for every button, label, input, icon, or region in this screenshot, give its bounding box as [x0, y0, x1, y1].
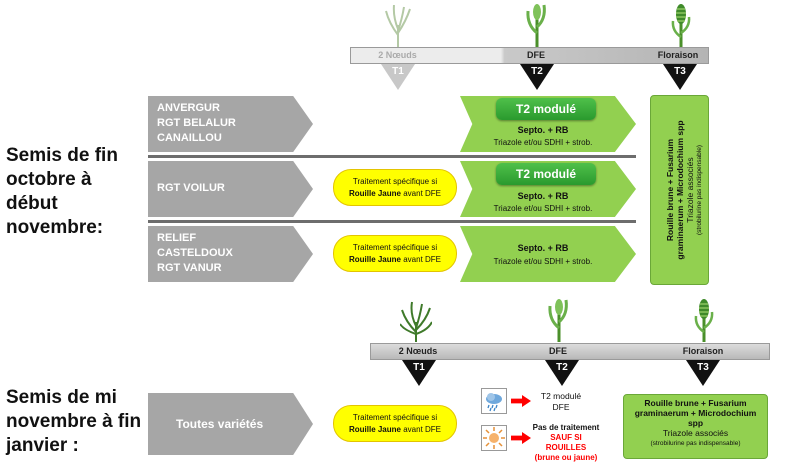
- marker-t3: [686, 360, 720, 386]
- variety-label: RGT VANUR: [157, 262, 222, 274]
- t1-note-line: Traitement spécifique si: [352, 243, 438, 252]
- marker-t2: [545, 360, 579, 386]
- heading-late-sowing: Semis de mi novembre à fin janvier :: [6, 386, 146, 458]
- t1-note-line: Traitement spécifique si: [352, 413, 438, 422]
- group-separator: [148, 220, 636, 223]
- top-timeline: 2 Nœuds DFE Floraison T1 T2 T3: [0, 0, 800, 95]
- t1-note-emphasis: Rouille Jaune: [348, 255, 401, 264]
- t2-target-group-3: Septo. + RB: [517, 243, 569, 253]
- timeline-bar: [370, 343, 770, 360]
- t1-note-line: Rouille Jaune avant DFE: [334, 254, 456, 266]
- timeline-bar: [350, 47, 709, 64]
- t2-target-group-1: Septo. + RB: [517, 125, 569, 135]
- marker-t1: [381, 64, 415, 90]
- marker-t1-label: T1: [392, 66, 404, 77]
- wheat-plant-icon: [671, 4, 691, 47]
- marker-t3: [663, 64, 697, 90]
- stage-label-floraison: Floraison: [682, 346, 724, 356]
- t1-note-line: Rouille Jaune avant DFE: [334, 424, 456, 436]
- t1-note-line: Traitement spécifique si: [352, 177, 438, 186]
- rain-outcome: T2 modulé DFE: [530, 391, 592, 413]
- variety-arrow-group-3: RELIEF CASTELDOUX RGT VANUR: [148, 226, 313, 282]
- t1-note-tail: avant DFE: [403, 189, 442, 198]
- t1-note-emphasis: Rouille Jaune: [348, 425, 401, 434]
- stage-label-dfe: DFE: [549, 346, 567, 356]
- variety-label: RELIEF: [157, 232, 197, 244]
- variety-label: RGT VOILUR: [157, 182, 225, 194]
- stage-label-dfe: DFE: [527, 50, 545, 60]
- t2-products-group-2: Triazole et/ou SDHI + strob.: [493, 204, 593, 213]
- stage-label-floraison: Floraison: [657, 50, 699, 60]
- marker-t3-label: T3: [674, 66, 686, 77]
- t1-note-tail: avant DFE: [403, 425, 442, 434]
- rain-outcome-line: T2 modulé: [540, 391, 582, 401]
- t2-products-group-1: Triazole et/ou SDHI + strob.: [493, 138, 593, 147]
- variety-label: RGT BELALUR: [157, 117, 236, 129]
- t1-note-line: Rouille Jaune avant DFE: [334, 188, 456, 200]
- sun-outcome-line: (brune ou jaune): [534, 453, 598, 462]
- variety-label: ANVERGUR: [157, 102, 220, 114]
- arrow-to-sun-outcome: [511, 432, 531, 444]
- t2-target-group-2: Septo. + RB: [517, 191, 569, 201]
- wheat-plant-icon: [548, 299, 568, 342]
- group-separator: [148, 155, 636, 158]
- t3-line: spp: [687, 418, 704, 428]
- variety-label: CANAILLOU: [157, 132, 222, 144]
- t1-note-tail: avant DFE: [403, 255, 442, 264]
- sun-outcome-line: Pas de traitement: [532, 423, 600, 432]
- t2-modulated-button-group-1: T2 modulé: [496, 98, 596, 120]
- marker-t2: [520, 64, 554, 90]
- rain-outcome-line: DFE: [552, 402, 570, 412]
- t1-yellow-rust-note-group-3: Traitement spécifique si Rouille Jaune a…: [333, 235, 457, 272]
- t3-line: (strobilurine pas indispensable): [696, 145, 703, 235]
- wheat-plant-icon: [385, 5, 411, 47]
- t3-line: Rouille brune + Fusarium: [644, 398, 747, 408]
- variety-arrow-group-1: ANVERGUR RGT BELALUR CANAILLOU: [148, 96, 313, 152]
- heading-early-sowing: Semis de fin octobre à début novembre:: [6, 144, 146, 240]
- t2-products-group-3: Triazole et/ou SDHI + strob.: [493, 257, 593, 266]
- rain-cloud-icon: [481, 388, 507, 414]
- variety-arrow-group-2: RGT VOILUR: [148, 161, 313, 217]
- t3-vertical-text: Rouille brune + Fusarium graminaerum + M…: [665, 95, 703, 285]
- t1-yellow-rust-note-late: Traitement spécifique si Rouille Jaune a…: [333, 405, 457, 442]
- t3-line: graminaerum + Microdochium spp: [675, 120, 685, 260]
- marker-t1: [402, 360, 436, 386]
- stage-label-2-noeuds: 2 Nœuds: [378, 50, 417, 60]
- marker-t2-label: T2: [531, 66, 543, 77]
- t3-block-late: Rouille brune + Fusarium graminaerum + M…: [623, 394, 768, 459]
- arrow-to-rain-outcome: [511, 395, 531, 407]
- t3-line: Triazole associés: [662, 428, 729, 438]
- wheat-plant-icon: [526, 4, 546, 47]
- t2-modulated-button-group-2: T2 modulé: [496, 163, 596, 185]
- stage-label-2-noeuds: 2 Nœuds: [398, 346, 438, 356]
- sun-outcome-line: SAUF SI ROUILLES: [545, 433, 587, 452]
- t3-line: graminaerum + Microdochium: [634, 408, 757, 418]
- marker-t1-label: T1: [413, 362, 425, 373]
- marker-t3-label: T3: [697, 362, 709, 373]
- wheat-plant-icon: [400, 301, 432, 342]
- t1-note-emphasis: Rouille Jaune: [348, 189, 401, 198]
- t1-yellow-rust-note-group-2: Traitement spécifique si Rouille Jaune a…: [333, 169, 457, 206]
- t3-line: (strobilurine pas indispensable): [650, 440, 741, 447]
- sun-outcome: Pas de traitement SAUF SI ROUILLES (brun…: [530, 423, 602, 463]
- heading-early-sowing-text: Semis de fin octobre à début novembre:: [6, 145, 118, 238]
- variety-arrow-all: Toutes variétés: [148, 393, 313, 455]
- sun-icon: [481, 425, 507, 451]
- t3-vertical-block: [650, 95, 709, 285]
- t3-line: Rouille brune + Fusarium: [665, 138, 675, 242]
- marker-t2-label: T2: [556, 362, 568, 373]
- variety-label: Toutes variétés: [176, 417, 264, 431]
- wheat-plant-icon: [694, 299, 714, 342]
- t2-arrow-group-3: [460, 226, 636, 282]
- heading-late-sowing-text: Semis de mi novembre à fin janvier :: [6, 387, 142, 456]
- t3-line: Triazole associés: [685, 157, 695, 223]
- variety-label: CASTELDOUX: [157, 247, 233, 259]
